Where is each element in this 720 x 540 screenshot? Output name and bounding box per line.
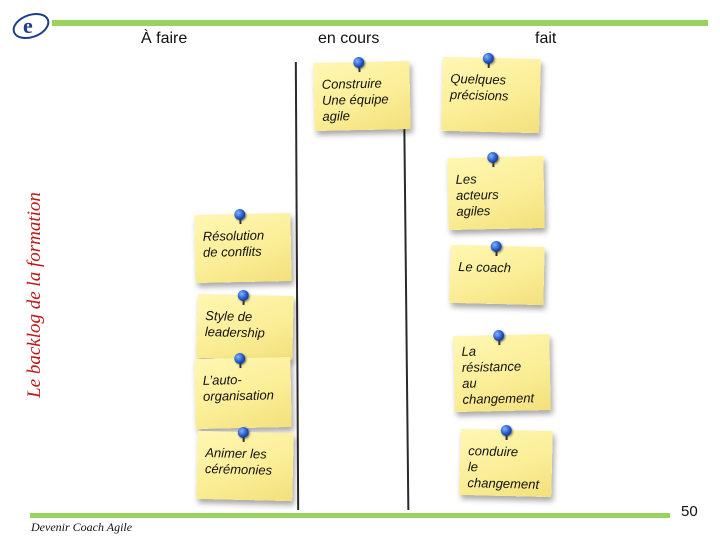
sticky-note-text: conduire le changement	[467, 443, 548, 493]
bottom-accent-bar	[30, 513, 670, 518]
sticky-note-text: Style de leadership	[205, 308, 290, 342]
footer-text: Devenir Coach Agile	[31, 520, 132, 535]
pushpin-icon	[238, 427, 249, 438]
pushpin-icon	[487, 152, 498, 163]
column-header-done: fait	[535, 30, 556, 48]
sticky-note-todo[interactable]: Résolution de conflits	[194, 213, 291, 283]
slide-title-vertical: Le backlog de la formation	[24, 192, 46, 398]
pushpin-icon	[234, 353, 245, 364]
pushpin-icon	[238, 290, 249, 301]
pushpin-icon	[234, 209, 245, 220]
sticky-note-text: Le coach	[458, 259, 540, 277]
svg-text:e: e	[23, 13, 33, 38]
column-header-todo: À faire	[141, 30, 187, 48]
pushpin-icon	[501, 425, 512, 436]
sticky-note-text: Résolution de conflits	[203, 227, 288, 261]
sticky-note-doing[interactable]: Construire Une équipe agile	[313, 61, 410, 131]
sticky-note-done[interactable]: Quelques précisions	[441, 57, 541, 133]
sticky-note-text: L’auto- organisation	[203, 371, 288, 405]
logo-icon: e	[10, 8, 52, 44]
sticky-note-text: La résistance au changement	[461, 342, 546, 408]
pushpin-icon	[491, 241, 502, 252]
sticky-note-done[interactable]: Les acteurs agiles	[447, 156, 544, 230]
pushpin-icon	[493, 330, 504, 341]
sticky-note-text: Quelques précisions	[450, 71, 537, 105]
column-header-doing: en cours	[318, 30, 379, 48]
sticky-note-done[interactable]: La résistance au changement	[453, 334, 551, 412]
pushpin-icon	[353, 57, 364, 68]
sticky-note-text: Animer les cérémonies	[205, 445, 290, 479]
column-divider-left	[295, 62, 299, 510]
sticky-note-todo[interactable]: Style de leadership	[196, 294, 294, 360]
sticky-note-todo[interactable]: Animer les cérémonies	[196, 431, 294, 501]
sticky-note-text: Construire Une équipe agile	[322, 75, 407, 125]
sticky-note-done[interactable]: Le coach	[449, 245, 544, 305]
page-number: 50	[681, 503, 698, 520]
sticky-note-done[interactable]: conduire le changement	[459, 429, 553, 497]
top-accent-bar	[52, 20, 708, 26]
pushpin-icon	[483, 53, 494, 64]
sticky-note-text: Les acteurs agiles	[456, 170, 541, 220]
column-divider-right	[403, 62, 410, 510]
sticky-note-todo[interactable]: L’auto- organisation	[194, 357, 291, 429]
